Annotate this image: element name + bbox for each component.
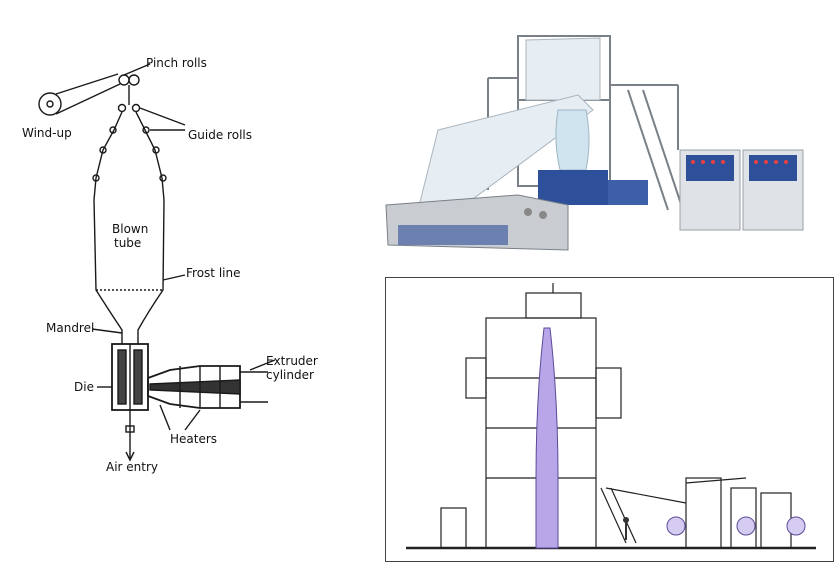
pinch-roll-left [118,74,130,86]
blown-film-machine-photo [378,0,835,272]
line-drawing-illustration [406,283,816,550]
label-die: Die [74,380,94,394]
blown-film-schematic: Pinch rolls Wind-up Guide rolls Blown tu… [0,0,380,565]
schematic-drawing [38,63,276,462]
extruder-base [538,170,608,205]
label-guide-rolls: Guide rolls [188,128,252,142]
label-wind-up: Wind-up [22,126,72,140]
film-web [417,94,594,211]
label-blown: Blown [112,222,149,236]
label-mandrel: Mandrel [46,321,95,335]
label-cylinder: cylinder [266,368,314,382]
label-tube: tube [114,236,142,250]
label-heaters: Heaters [170,432,218,446]
blown-film-line-drawing [385,277,834,562]
label-pinch-rolls: Pinch rolls [146,56,207,70]
label-frost-line: Frost line [186,266,241,280]
film-curtain [525,37,601,101]
film-bubble [555,109,590,171]
label-air-entry: Air entry [106,460,159,474]
machine-photo-illustration [385,35,804,251]
pinch-roll-right [128,74,140,86]
drawing-bubble [535,327,559,549]
wind-up-reel [38,92,62,116]
label-extruder: Extruder [266,354,318,368]
